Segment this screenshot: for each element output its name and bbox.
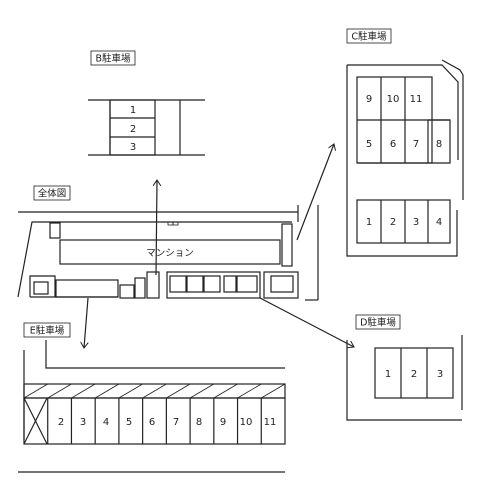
e-space-4: 4 — [103, 417, 109, 428]
e-space-2: 2 — [58, 417, 64, 428]
e-space-7: 7 — [173, 417, 179, 428]
d-space-1: 1 — [385, 369, 391, 380]
c-space-2: 2 — [390, 217, 396, 228]
hatch-line — [213, 383, 238, 399]
e-lot: E駐車場 2 3 4 5 6 7 8 9 10 11 — [18, 322, 286, 473]
d-lot-label-box: D駐車場 — [355, 314, 401, 330]
c-space-8: 8 — [436, 139, 442, 150]
hatch-line — [189, 383, 215, 399]
c-space-1: 1 — [366, 217, 372, 228]
hatch-line — [142, 383, 167, 399]
hatch-line — [47, 383, 72, 399]
b-lot: B駐車場 1 2 3 — [88, 50, 205, 156]
overall-map: 全体図 マンション — [17, 144, 354, 348]
c-space-3: 3 — [413, 217, 419, 228]
b-lot-title: B駐車場 — [95, 53, 131, 65]
hatch-line — [94, 383, 120, 399]
d-space-2: 2 — [411, 369, 417, 380]
hatch-line — [23, 383, 48, 399]
d-lot-title: D駐車場 — [360, 317, 396, 329]
c-lot-label-box: C駐車場 — [346, 28, 392, 44]
c-lot: C駐車場 9 10 11 5 6 7 8 1 2 3 4 — [346, 28, 464, 257]
c-space-4: 4 — [436, 217, 442, 228]
c-space-10: 10 — [387, 94, 400, 105]
hatch-line — [166, 383, 191, 399]
e-lot-title: E駐車場 — [30, 325, 65, 337]
hatch-line — [118, 383, 143, 399]
overall-label-box: 全体図 — [33, 185, 71, 201]
e-lot-label-box: E駐車場 — [23, 322, 71, 338]
d-lot: D駐車場 1 2 3 — [346, 314, 463, 421]
e-space-5: 5 — [126, 417, 132, 428]
mansion-label: マンション — [146, 248, 194, 259]
c-space-9: 9 — [366, 94, 372, 105]
hatch-line — [71, 383, 96, 399]
e-space-11: 11 — [264, 417, 277, 428]
e-space-10: 10 — [240, 417, 253, 428]
c-space-6: 6 — [390, 139, 396, 150]
b-space-3: 3 — [130, 142, 136, 153]
c-space-11: 11 — [410, 94, 423, 105]
b-lot-label-box: B駐車場 — [90, 50, 136, 66]
hatch-line — [237, 383, 262, 399]
b-space-1: 1 — [130, 105, 136, 116]
d-space-3: 3 — [437, 369, 443, 380]
c-lot-title: C駐車場 — [351, 31, 387, 43]
e-space-6: 6 — [149, 417, 155, 428]
mansion-building: マンション — [59, 239, 281, 265]
b-space-2: 2 — [130, 124, 136, 135]
overall-title: 全体図 — [38, 188, 67, 200]
e-space-8: 8 — [196, 417, 202, 428]
e-lot-hatching — [23, 383, 286, 399]
e-space-3: 3 — [80, 417, 86, 428]
e-lot-dividers — [47, 398, 262, 444]
hatch-line — [261, 383, 286, 399]
c-space-5: 5 — [366, 139, 372, 150]
e-space-9: 9 — [220, 417, 226, 428]
c-space-7: 7 — [413, 139, 419, 150]
